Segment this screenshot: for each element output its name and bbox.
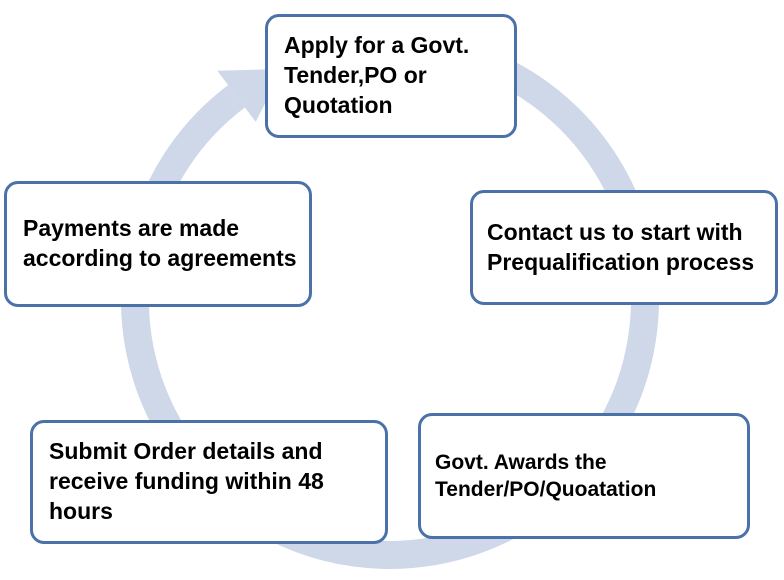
step-submit-order: Submit Order details and receive funding… (30, 420, 388, 544)
step-govt-awards-text: Govt. Awards the Tender/PO/Quoatation (435, 450, 657, 501)
step-govt-awards: Govt. Awards the Tender/PO/Quoatation (418, 413, 750, 539)
step-apply-tender-text: Apply for a Govt. Tender,PO or Quotation (284, 32, 470, 118)
step-payments-text: Payments are made according to agreement… (23, 215, 297, 271)
step-contact-prequalification-text: Contact us to start with Prequalificatio… (487, 218, 755, 275)
step-contact-prequalification: Contact us to start with Prequalificatio… (470, 190, 778, 305)
step-apply-tender: Apply for a Govt. Tender,PO or Quotation (265, 14, 517, 138)
step-payments: Payments are made according to agreement… (4, 181, 312, 307)
step-submit-order-text: Submit Order details and receive funding… (49, 438, 324, 524)
